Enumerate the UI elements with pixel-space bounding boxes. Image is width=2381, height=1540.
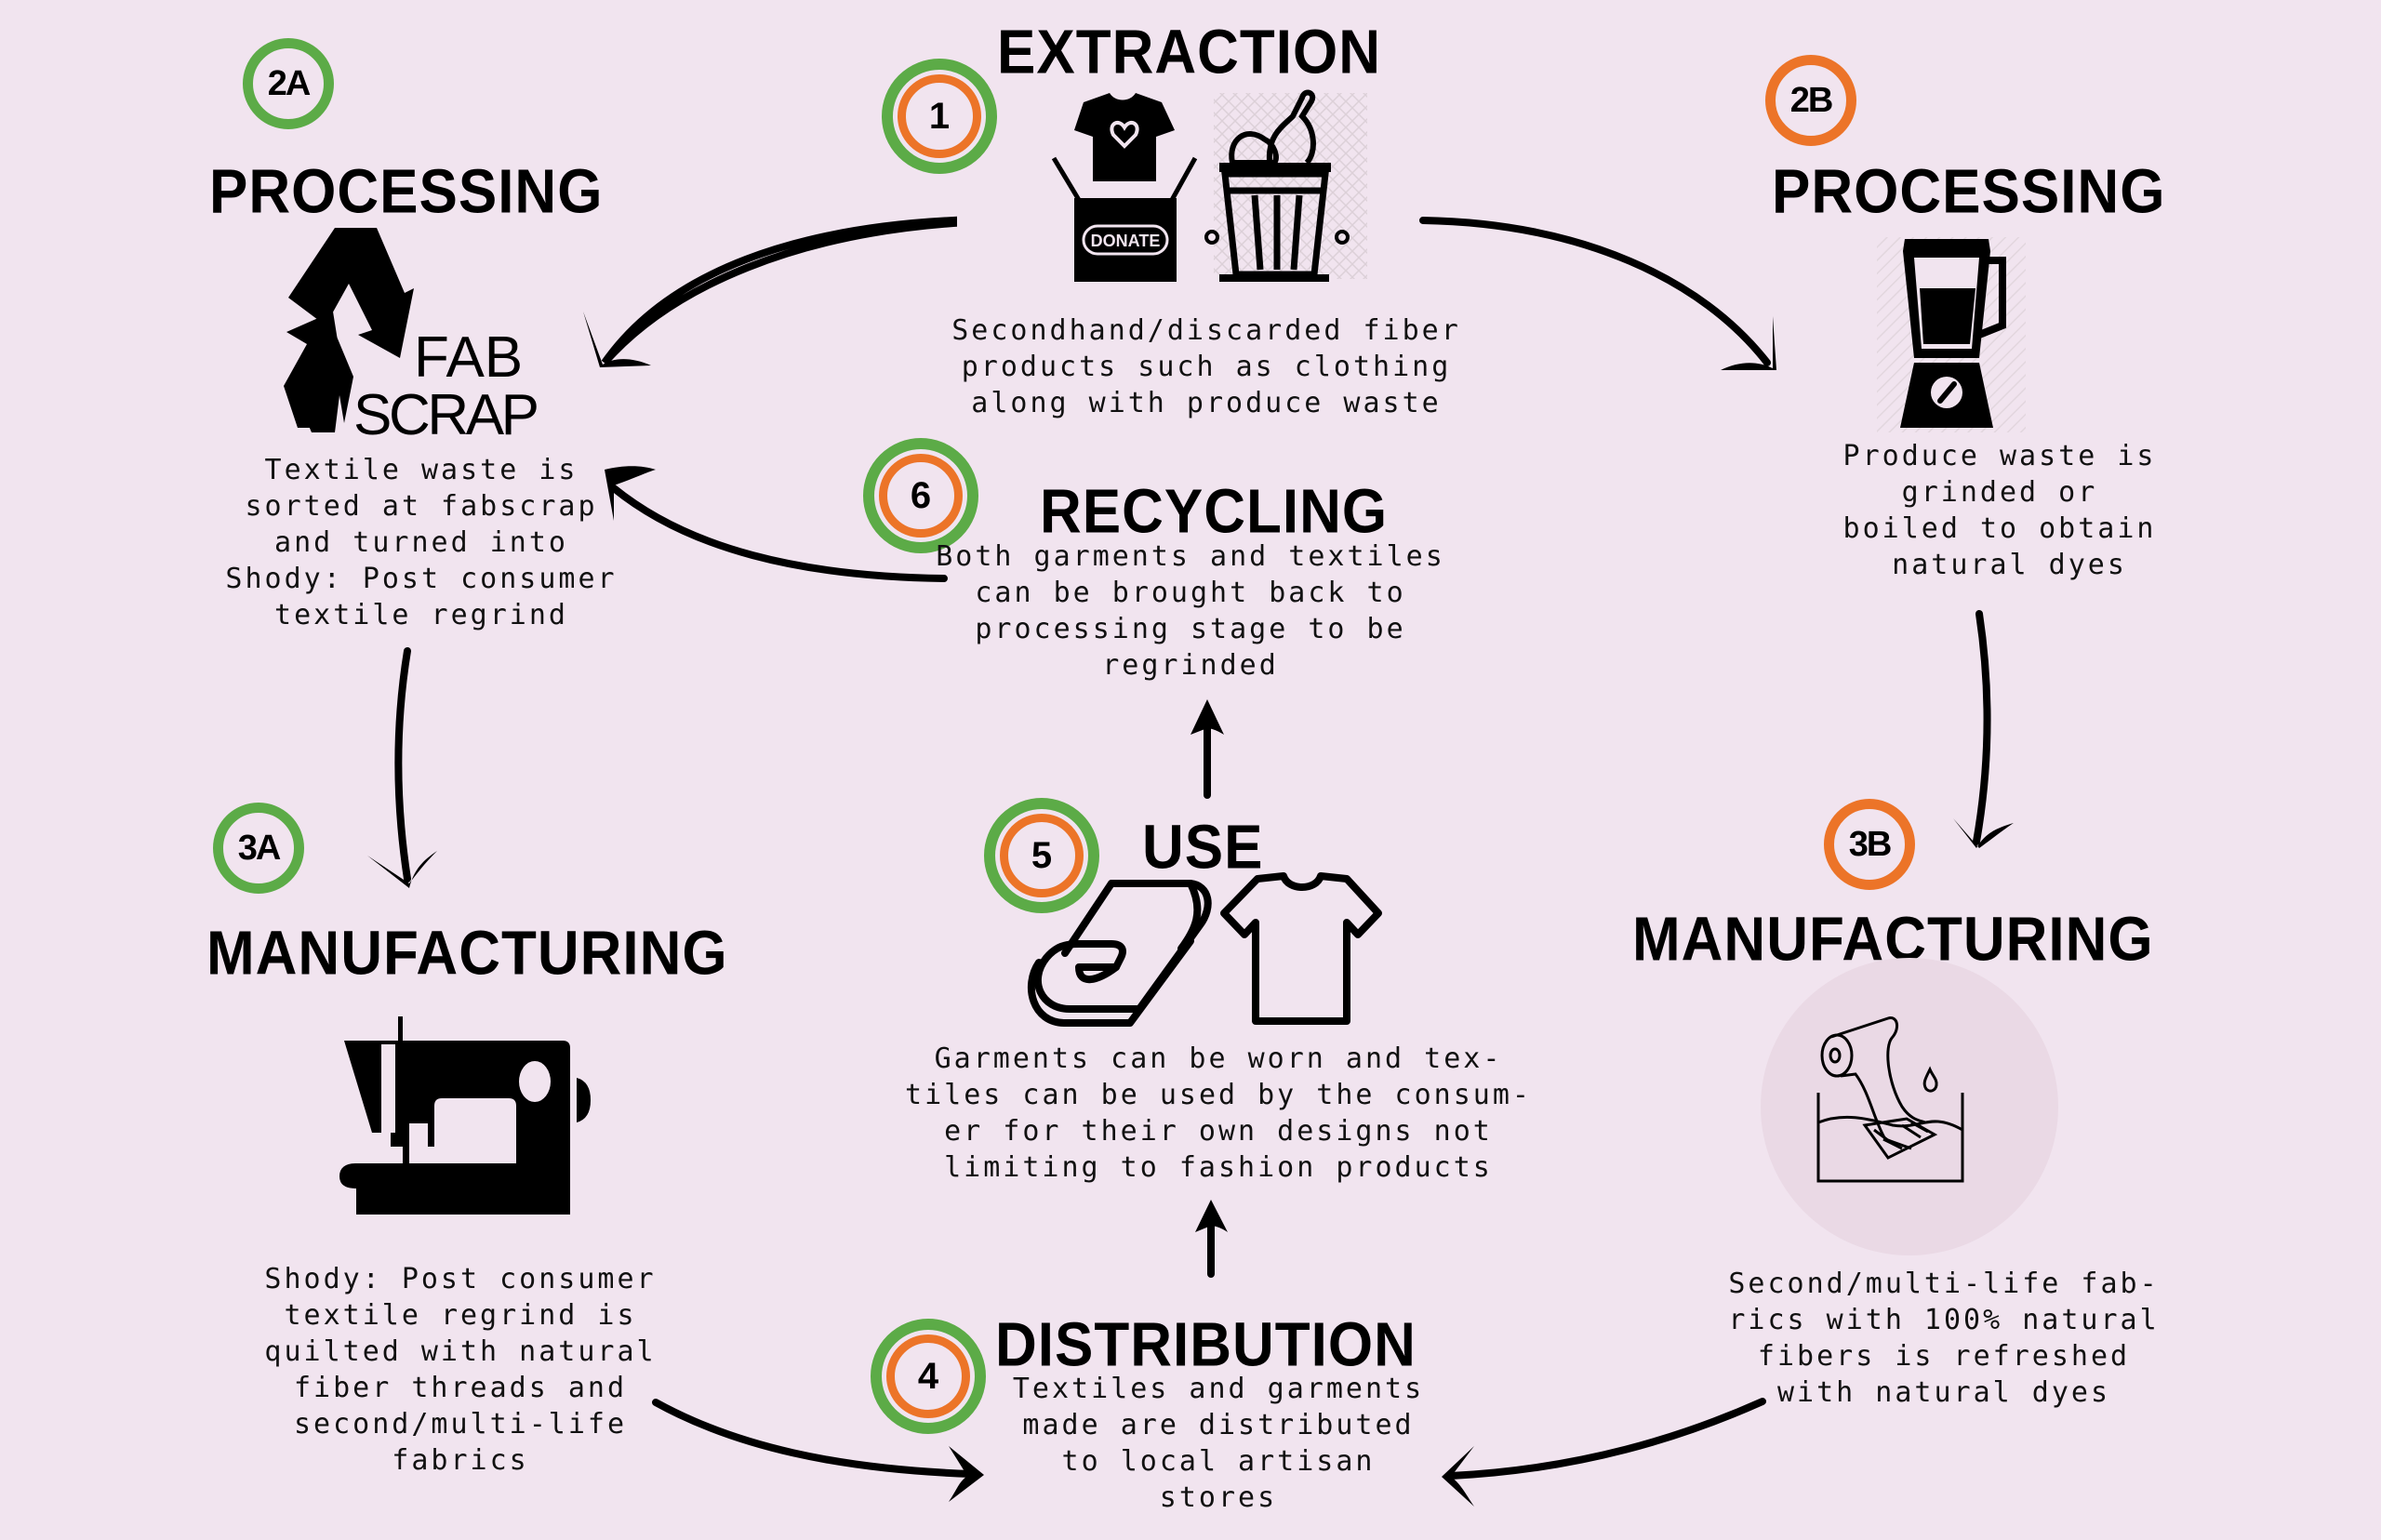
stage-title-processing-a: PROCESSING (209, 157, 604, 227)
step-number: 6 (879, 454, 963, 538)
tshirt-shape (1074, 93, 1175, 181)
logo-text-fab: FAB (414, 325, 523, 390)
step-badge-3a: 3A (213, 803, 304, 894)
stage-description-manufacturing-a: Shody: Post consumer textile regrind is … (264, 1263, 657, 1477)
step-number: 4 (886, 1334, 970, 1418)
stage-title-processing-b: PROCESSING (1772, 157, 2166, 227)
arrowhead-3b-to-4 (1442, 1446, 1474, 1507)
arrow-1-to-2b (1419, 217, 1771, 366)
step-number: 1 (898, 74, 981, 158)
step-badge-6: 6 (863, 438, 978, 553)
stage-title-extraction: EXTRACTION (997, 18, 1381, 87)
blender-icon (1877, 237, 2026, 432)
tshirt-outline-icon (1220, 872, 1382, 1025)
step-badge-3b: 3B (1824, 799, 1915, 890)
stage-title-distribution: DISTRIBUTION (995, 1310, 1417, 1380)
donation-box-tshirt-icon: DONATE (1051, 89, 1367, 282)
arrowhead-5-to-6 (1190, 699, 1224, 735)
arrow-1-to-2a (601, 216, 957, 365)
step-number: 5 (1000, 814, 1084, 897)
arrow-3a-to-4 (652, 1399, 976, 1478)
stage-title-manufacturing-a: MANUFACTURING (206, 919, 728, 989)
step-badge-1: 1 (882, 59, 997, 174)
heart-shape (1110, 120, 1139, 149)
stage-description-distribution: Textiles and garments made are distribut… (1012, 1373, 1425, 1514)
arrow-3b-to-4 (1447, 1398, 1766, 1480)
step-badge-4: 4 (871, 1319, 986, 1434)
step-badge-2b: 2B (1765, 55, 1856, 146)
stage-description-manufacturing-b: Second/multi-life fab- rics with 100% na… (1728, 1268, 2160, 1409)
stage-description-use: Garments can be worn and tex- tiles can … (905, 1042, 1532, 1184)
icon-circle-background (1761, 958, 2058, 1255)
step-badge-2a: 2A (243, 38, 334, 129)
arrowhead-3a-to-4 (949, 1446, 984, 1502)
arrowhead-2a-to-3a (367, 851, 437, 888)
hatch-background (1214, 93, 1367, 279)
arrow-2a-to-3a (394, 647, 411, 883)
fabric-roll-icon (1028, 880, 1212, 1027)
fabscrap-recycle-logo: FAB SCRAP (284, 228, 539, 447)
arrowhead-4-to-5 (1195, 1200, 1228, 1232)
logo-text-scrap: SCRAP (353, 383, 539, 447)
arrowhead-6-to-2a (605, 466, 656, 521)
arrow-2b-to-3b (1973, 610, 1991, 845)
stage-description-processing-b: Produce waste is grinded or boiled to ob… (1842, 440, 2157, 581)
stage-title-recycling: RECYCLING (1040, 477, 1389, 547)
sewing-machine-icon (339, 1016, 591, 1215)
box-shape (1074, 198, 1177, 282)
stage-description-extraction: Secondhand/discarded fiber products such… (951, 314, 1461, 419)
donate-label: DONATE (1091, 232, 1161, 250)
arrowhead-2b-to-3b (1953, 818, 2014, 848)
fabric-dyeing-icon (1816, 1016, 1964, 1183)
stage-title-use: USE (1142, 813, 1264, 883)
arrow-6-to-2a (610, 485, 948, 582)
stage-description-processing-a: Textile waste is sorted at fabscrap and … (225, 454, 618, 631)
stage-description-recycling: Both garments and textiles can be brough… (936, 540, 1445, 682)
